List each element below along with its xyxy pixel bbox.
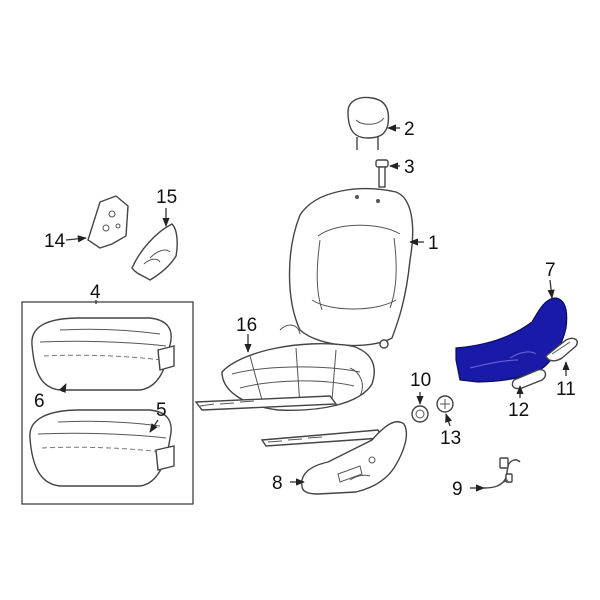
back-trim-cover bbox=[131, 223, 178, 281]
wire-harness bbox=[483, 457, 521, 489]
cushion-cover bbox=[31, 317, 175, 391]
callout-6: 6 bbox=[34, 391, 45, 412]
callout-16: 16 bbox=[236, 315, 257, 336]
callout-13: 13 bbox=[440, 428, 461, 449]
adjust-lever-11 bbox=[545, 337, 578, 362]
leader-lines bbox=[59, 124, 570, 492]
adjust-lever-12 bbox=[511, 368, 547, 390]
callout-4: 4 bbox=[90, 282, 101, 303]
seat-side-shield-highlighted bbox=[455, 297, 568, 383]
callout-2: 2 bbox=[404, 119, 415, 140]
headrest-guide bbox=[375, 159, 389, 188]
callout-9: 9 bbox=[452, 479, 463, 500]
knob-10 bbox=[411, 405, 429, 423]
callout-10: 10 bbox=[410, 370, 431, 391]
callout-8: 8 bbox=[272, 473, 283, 494]
callout-3: 3 bbox=[404, 157, 415, 178]
callout-5: 5 bbox=[156, 400, 167, 421]
callout-1: 1 bbox=[428, 233, 439, 254]
callout-labels: 1 2 3 4 5 6 7 8 9 10 11 12 13 14 15 16 bbox=[34, 119, 576, 500]
cushion-pad bbox=[29, 409, 175, 487]
callout-14: 14 bbox=[44, 231, 66, 252]
callout-7: 7 bbox=[545, 260, 556, 281]
headrest bbox=[347, 96, 390, 150]
seat-frame bbox=[194, 324, 384, 447]
seat-back bbox=[288, 187, 414, 349]
callout-11: 11 bbox=[556, 379, 576, 400]
knob-13 bbox=[436, 395, 454, 413]
callout-15: 15 bbox=[156, 187, 177, 208]
cushion-group-box bbox=[21, 301, 194, 505]
callout-12: 12 bbox=[508, 400, 529, 421]
side-shield-outer bbox=[301, 421, 408, 495]
back-frame-bracket bbox=[87, 195, 129, 249]
